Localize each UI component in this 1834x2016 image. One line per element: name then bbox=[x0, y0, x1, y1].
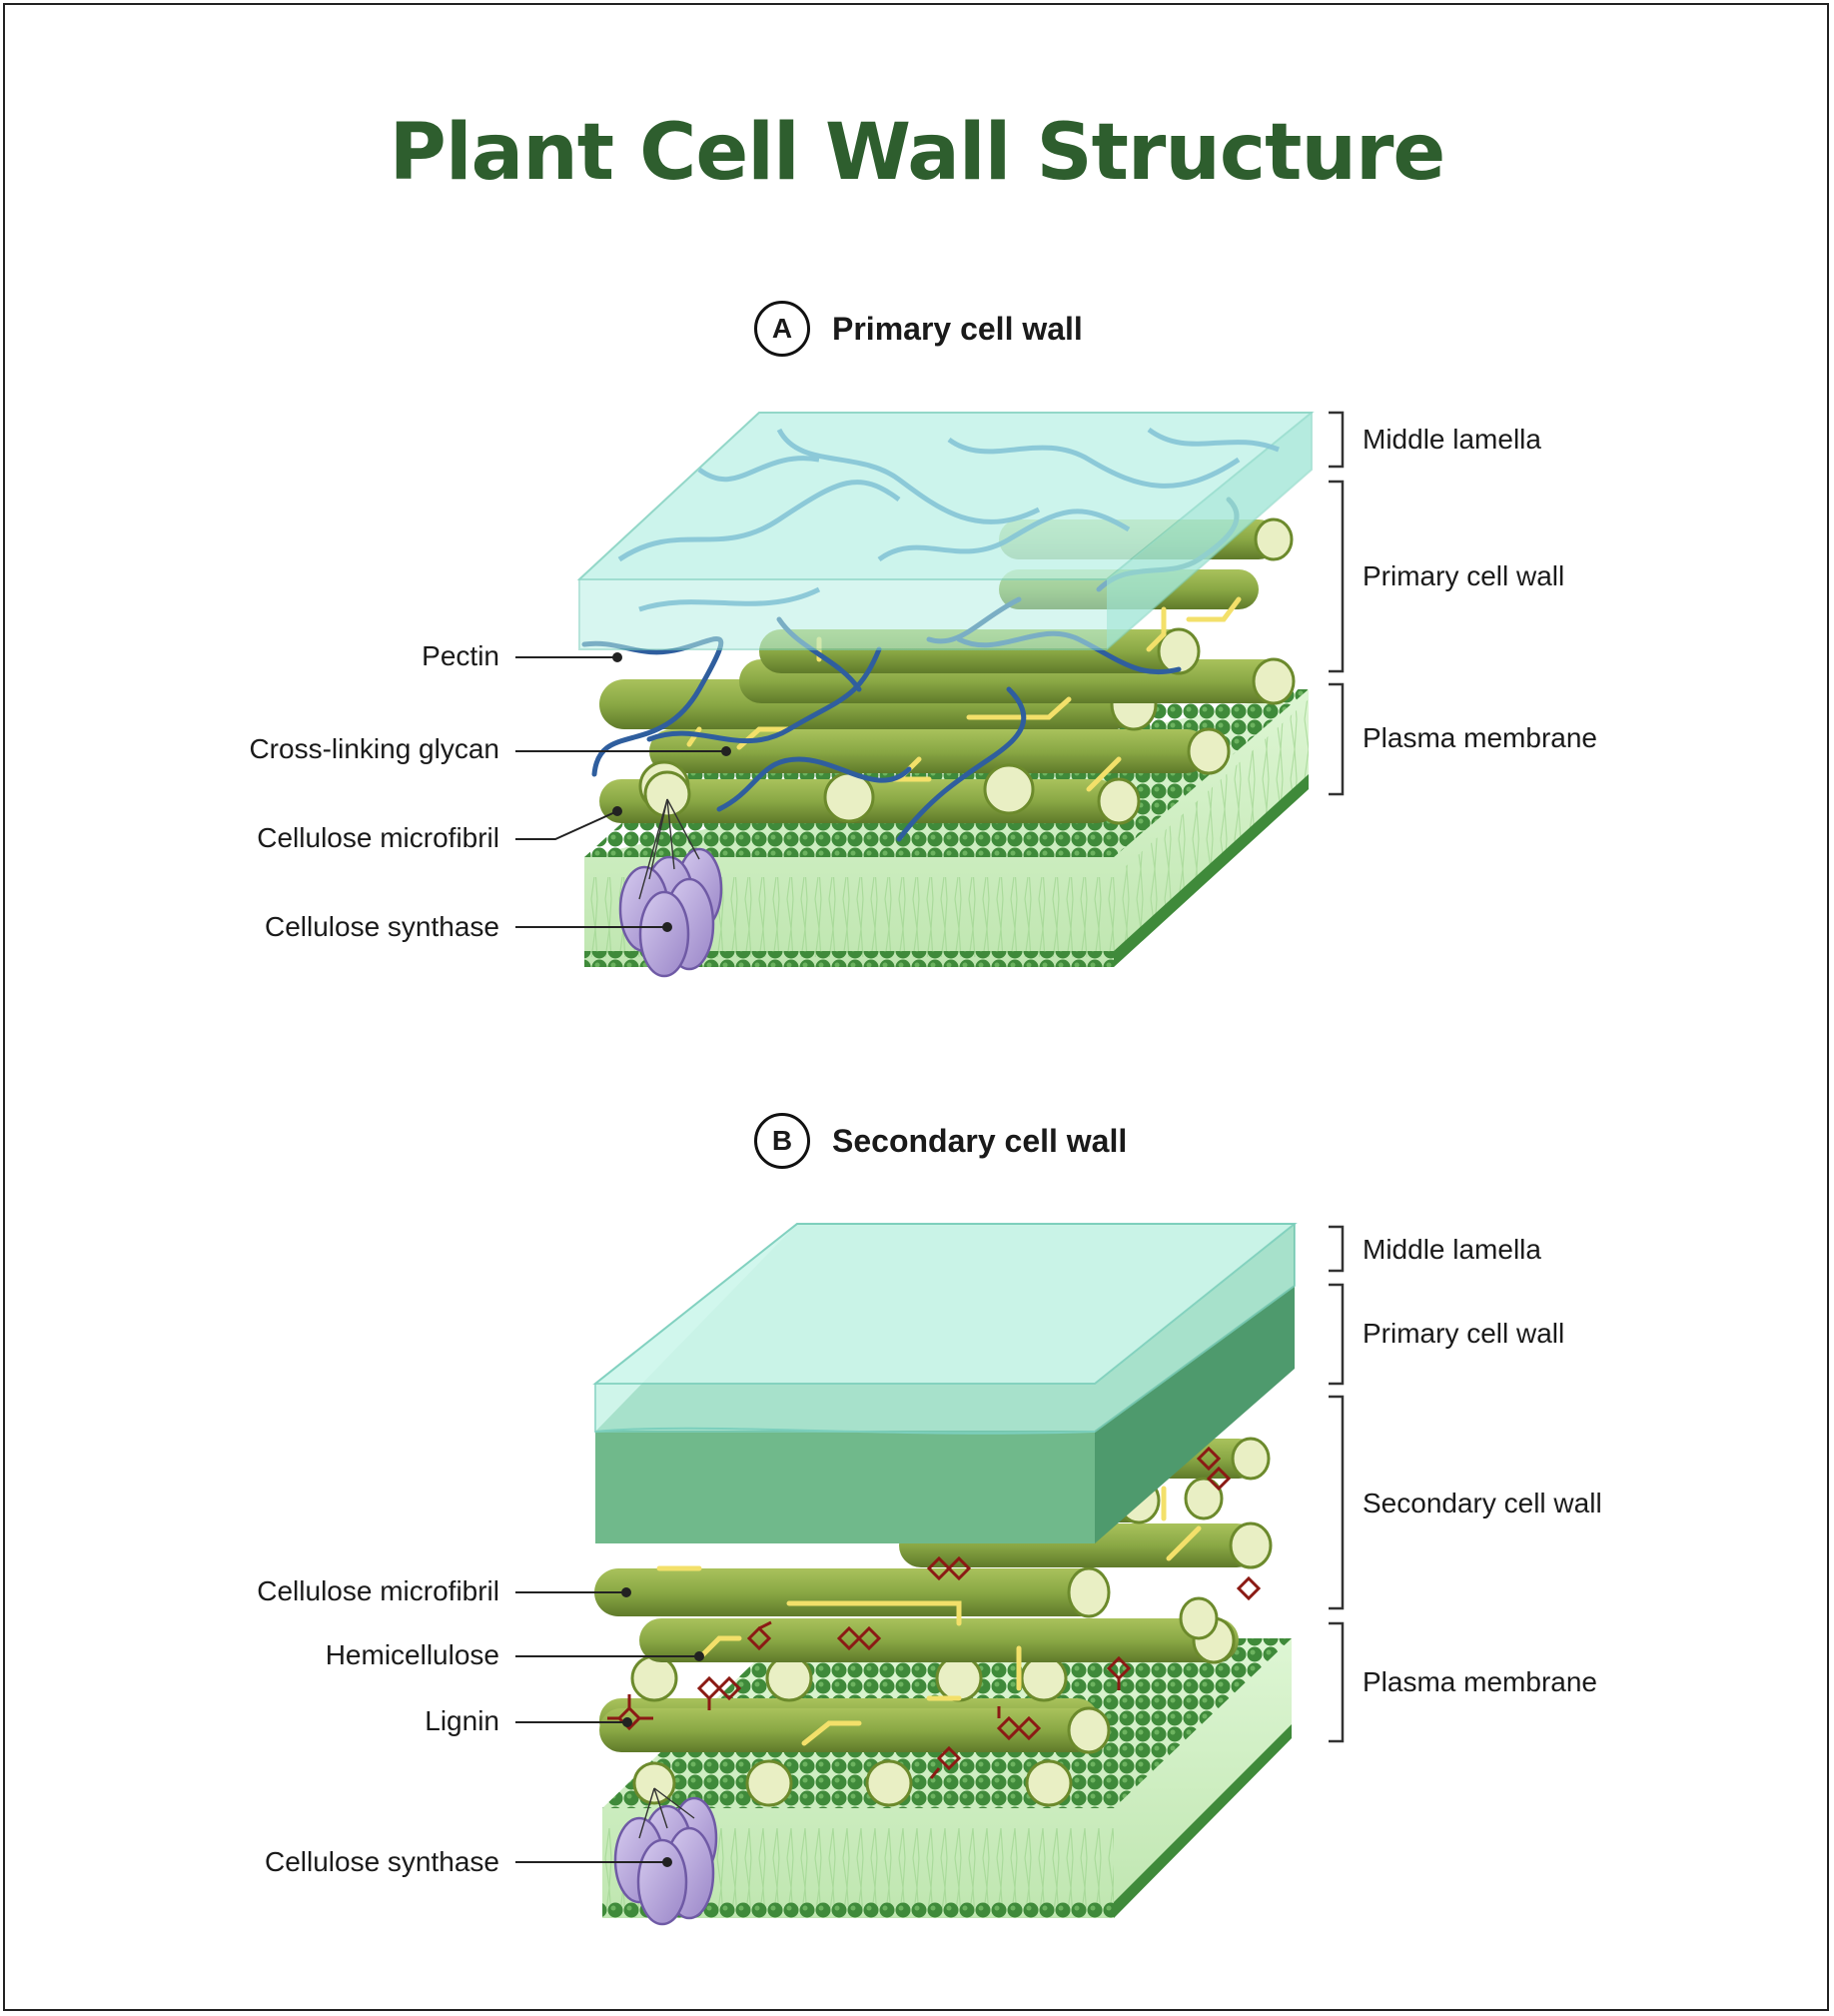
panel-a-illustration bbox=[515, 411, 1345, 978]
figure-frame bbox=[3, 3, 1829, 2011]
panel-b-lignin bbox=[607, 1446, 1262, 1779]
label-b-middle-lamella: Middle lamella bbox=[1363, 1234, 1541, 1265]
panel-b-badge: B bbox=[754, 1113, 810, 1169]
label-a-middle-lamella: Middle lamella bbox=[1363, 424, 1541, 455]
panel-a-middle-lamella bbox=[576, 412, 1315, 650]
label-a-primary-cell-wall: Primary cell wall bbox=[1363, 560, 1565, 591]
label-a-cellulose-microfibril: Cellulose microfibril bbox=[257, 822, 499, 853]
label-b-primary-cell-wall: Primary cell wall bbox=[1363, 1318, 1565, 1349]
panel-a-brackets bbox=[1329, 411, 1345, 796]
label-hemicellulose: Hemicellulose bbox=[325, 1639, 499, 1670]
label-pectin: Pectin bbox=[422, 640, 499, 671]
panel-a-leader-lines bbox=[515, 652, 731, 932]
label-b-cellulose-microfibril: Cellulose microfibril bbox=[257, 1575, 499, 1606]
label-a-cellulose-synthase: Cellulose synthase bbox=[264, 911, 499, 942]
panel-a-badge: A bbox=[754, 301, 810, 357]
panel-b-brackets bbox=[1329, 1225, 1345, 1743]
figure-title: Plant Cell Wall Structure bbox=[389, 108, 1446, 198]
panel-b-wall-slab bbox=[592, 1223, 1298, 1543]
label-b-plasma-membrane: Plasma membrane bbox=[1363, 1666, 1597, 1697]
label-b-cellulose-synthase: Cellulose synthase bbox=[264, 1846, 499, 1877]
panel-b-leader-lines bbox=[515, 1587, 704, 1867]
label-a-plasma-membrane: Plasma membrane bbox=[1363, 722, 1597, 753]
label-b-secondary-cell-wall: Secondary cell wall bbox=[1363, 1488, 1602, 1518]
panel-b-cellulose-synthase bbox=[613, 1761, 718, 1926]
panel-a-cellulose-synthase bbox=[618, 770, 723, 978]
panel-b-title: Secondary cell wall bbox=[832, 1122, 1128, 1159]
panel-b-illustration bbox=[515, 1223, 1345, 1926]
label-cross-linking-glycan: Cross-linking glycan bbox=[249, 733, 499, 764]
panel-b-heading: B Secondary cell wall bbox=[754, 1111, 1127, 1171]
panel-a-heading: A Primary cell wall bbox=[754, 299, 1083, 359]
panel-a-title: Primary cell wall bbox=[832, 310, 1083, 347]
label-lignin: Lignin bbox=[425, 1705, 499, 1736]
panel-b-hemicellulose bbox=[656, 1486, 1202, 1746]
